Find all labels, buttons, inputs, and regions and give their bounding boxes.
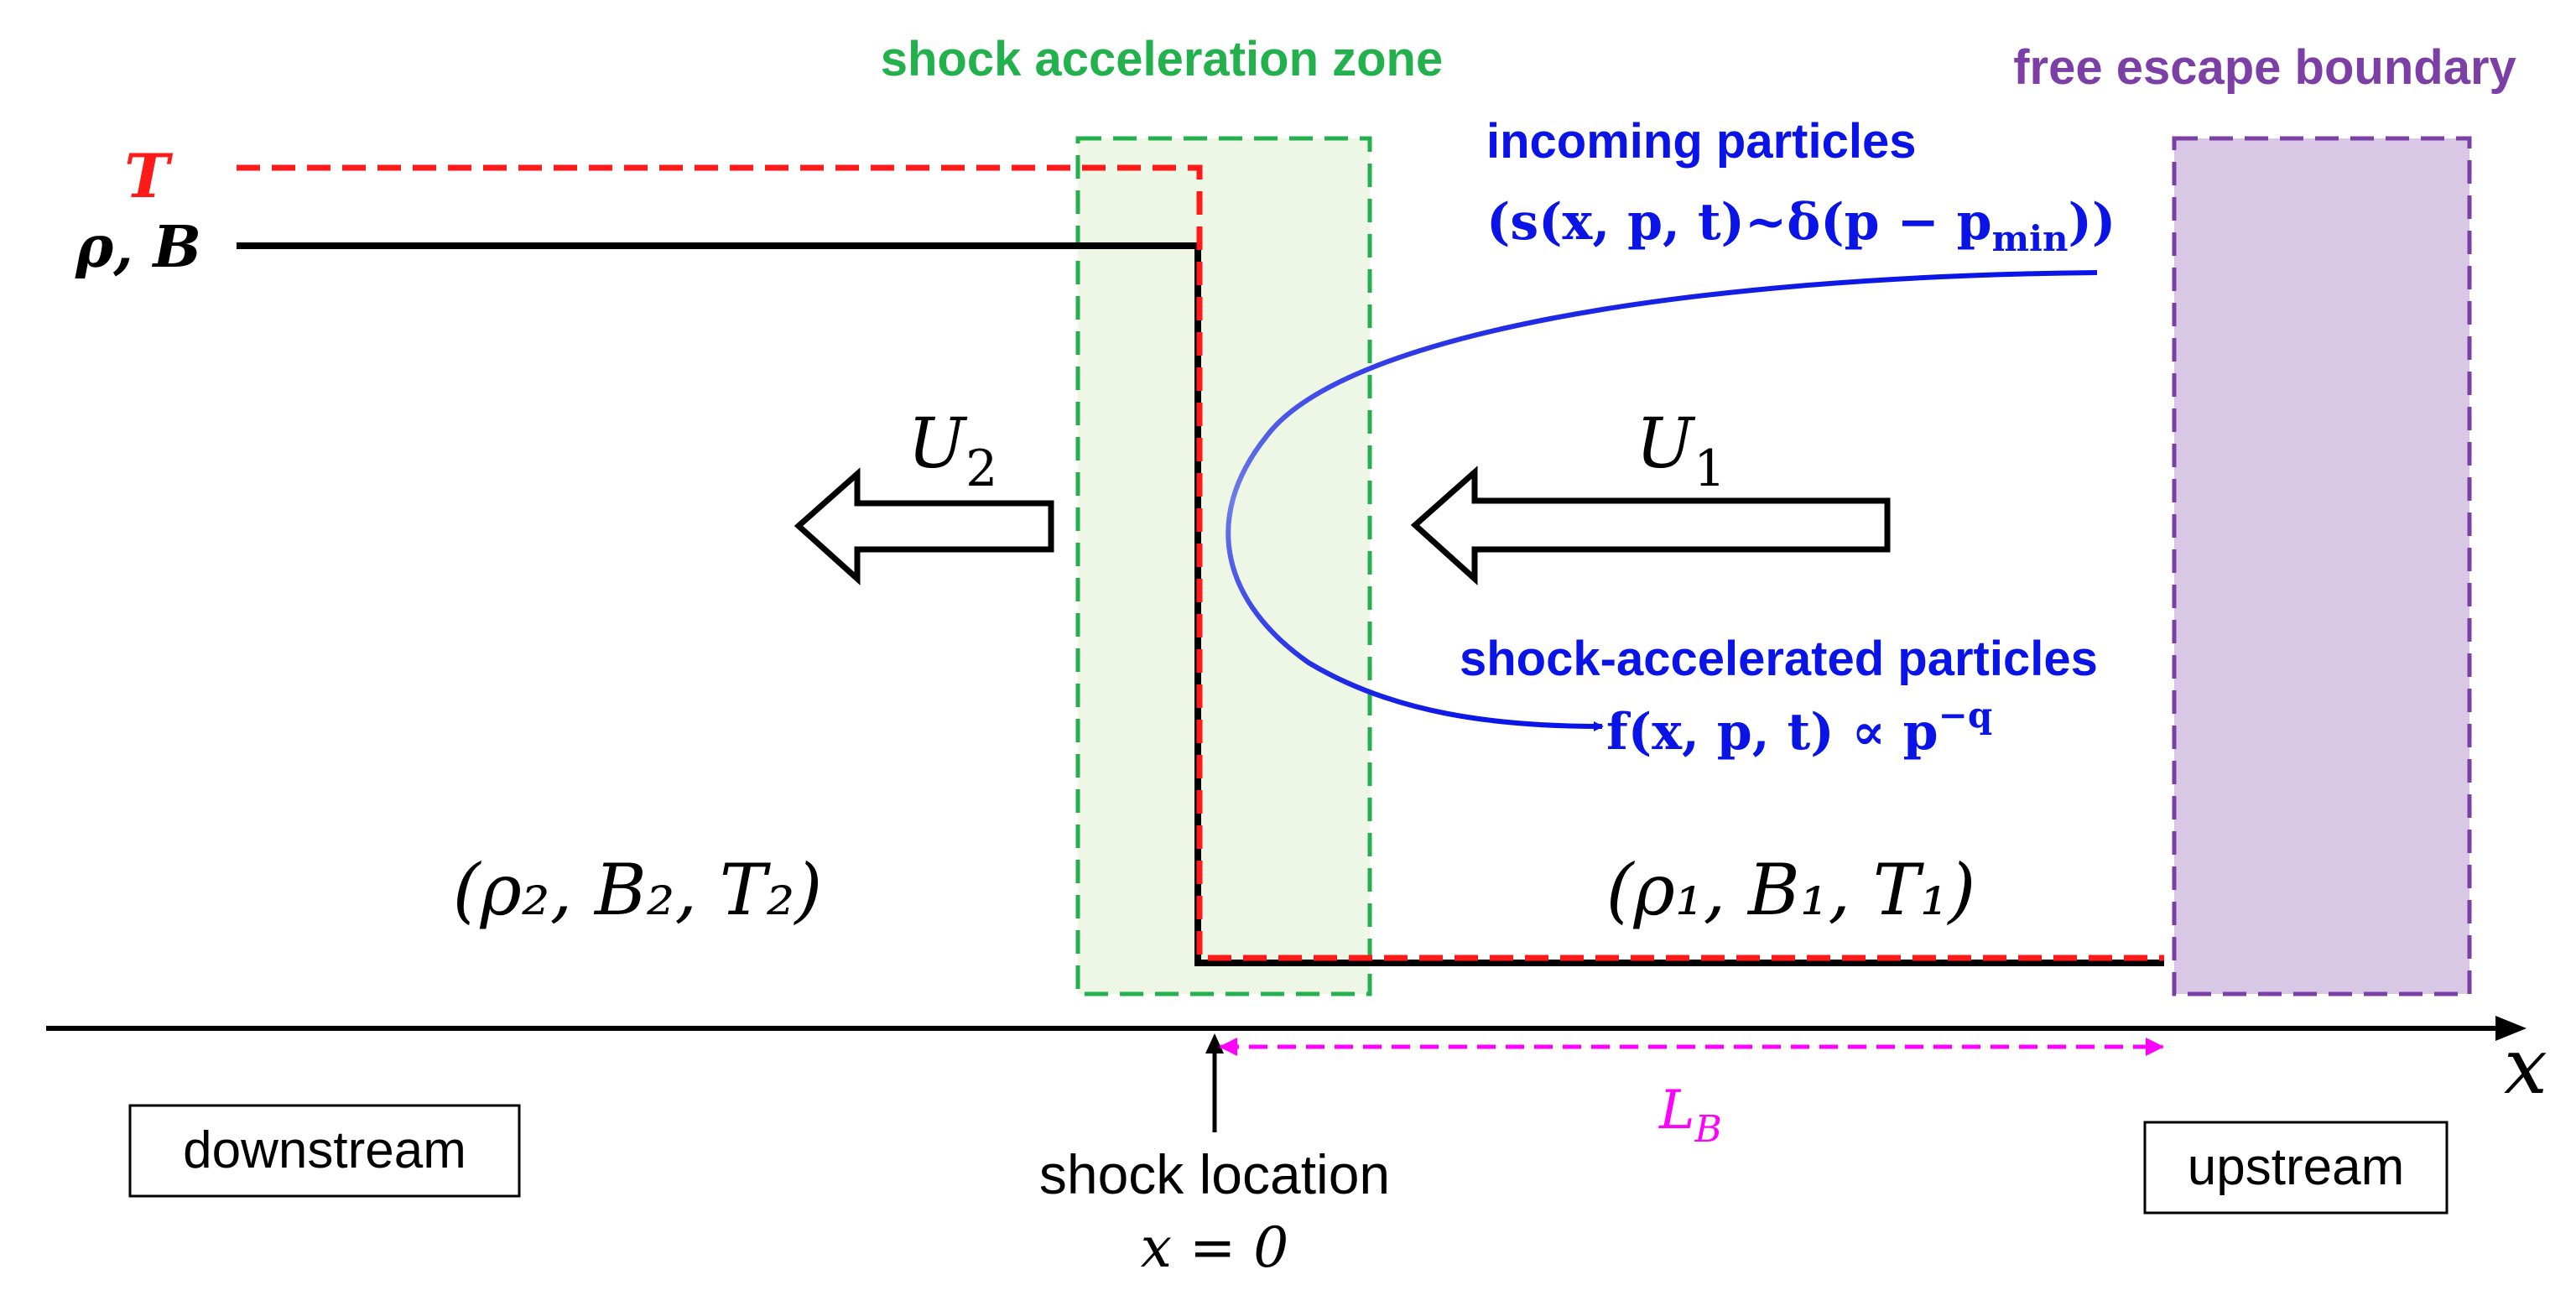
- temperature-label: T: [124, 140, 173, 211]
- downstream-label: downstream: [183, 1121, 466, 1179]
- upstream-label: upstream: [2188, 1138, 2404, 1196]
- u1-label: U1: [1636, 404, 1725, 498]
- temperature-profile: [237, 164, 2164, 961]
- incoming-formula-close: )): [2069, 193, 2116, 252]
- shock-x-label: x = 0: [1141, 1215, 1288, 1280]
- u2-label: U2: [908, 404, 997, 498]
- downstream-box: [128, 1104, 521, 1198]
- x-axis-arrowhead: [2495, 1016, 2527, 1041]
- upstream-box: [2143, 1121, 2449, 1215]
- accel-formula-sup: −q: [1939, 695, 1993, 736]
- u2-label-main: U: [908, 404, 968, 484]
- u2-label-sub: 2: [965, 440, 997, 498]
- incoming-title: incoming particles: [1486, 114, 1916, 169]
- incoming-formula-main: (s(x, p, t)~δ(p − p: [1486, 193, 1992, 252]
- u1-label-sub: 1: [1694, 440, 1725, 498]
- incoming-formula-sub: min: [1992, 218, 2069, 259]
- u1-label-main: U: [1636, 404, 1696, 484]
- length-label-main: L: [1658, 1079, 1695, 1142]
- length-label-sub: B: [1694, 1108, 1722, 1151]
- length-label: LB: [1658, 1079, 1722, 1151]
- u2-flow-arrow: [794, 467, 1054, 585]
- free-escape-title: free escape boundary: [2013, 40, 2516, 95]
- accel-formula: f(x, p, t) ∝ p−q: [1606, 695, 1992, 762]
- free-escape-boundary: [2172, 136, 2472, 996]
- zone-title: shock acceleration zone: [881, 32, 1443, 86]
- x-axis-label: x: [2504, 1022, 2547, 1111]
- accel-formula-main: f(x, p, t) ∝ p: [1606, 703, 1939, 762]
- downstream-state: (ρ₂, B₂, T₂): [453, 849, 823, 931]
- density-field-profile: [237, 242, 2164, 966]
- shock-location-label: shock location: [1039, 1143, 1390, 1205]
- density-field-label: ρ, B: [75, 214, 201, 281]
- shock-location-arrowhead: [1205, 1033, 1224, 1053]
- upstream-state: (ρ₁, B₁, T₁): [1606, 849, 1976, 931]
- incoming-formula: (s(x, p, t)~δ(p − pmin)): [1486, 193, 2115, 259]
- u1-flow-arrow: [1410, 466, 1891, 585]
- particle-trajectory: [1226, 270, 2098, 731]
- accel-title: shock-accelerated particles: [1460, 632, 2098, 686]
- shock-acceleration-zone: [1075, 136, 1372, 996]
